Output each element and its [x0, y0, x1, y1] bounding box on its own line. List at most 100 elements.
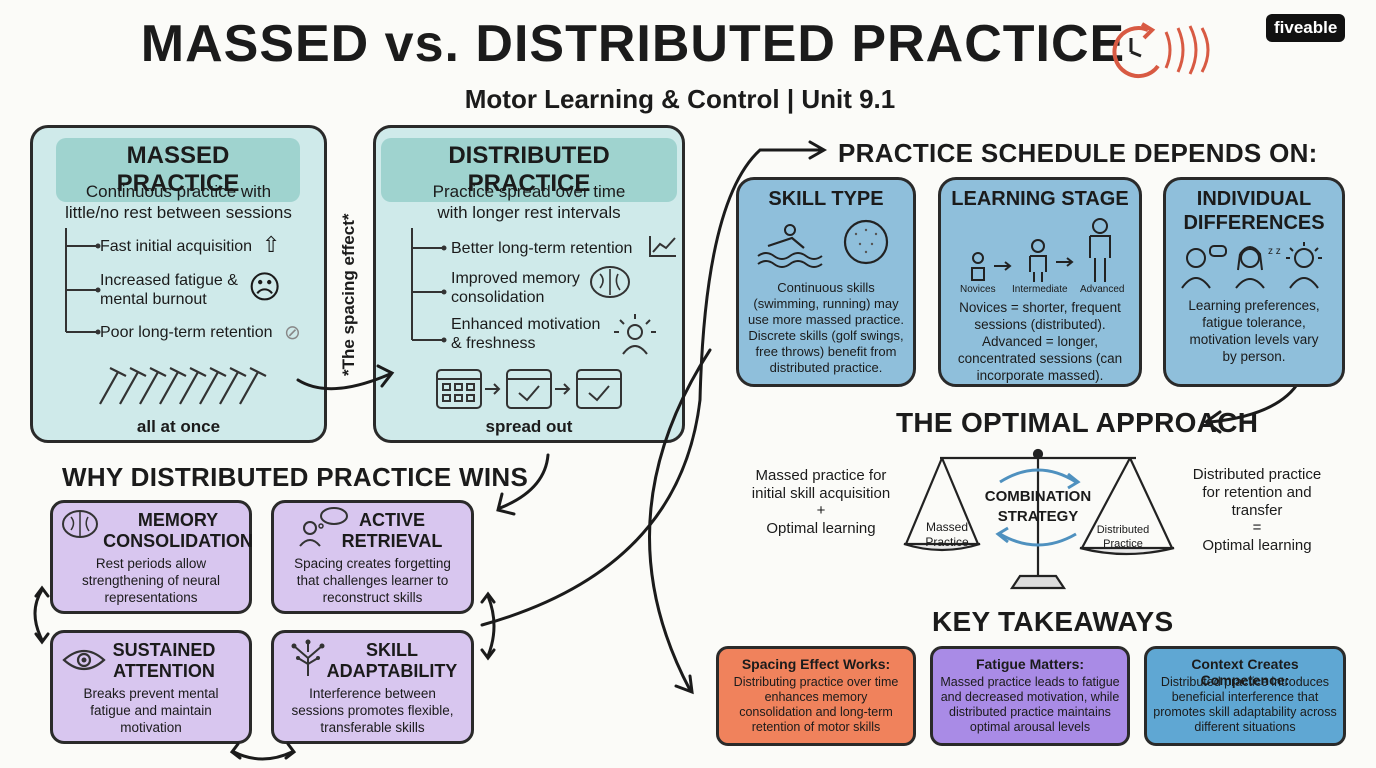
skill-desc-6: distributed practice.	[769, 360, 883, 375]
stage-label-novices: Novices	[960, 284, 996, 295]
distributed-desc-2: with longer rest intervals	[437, 203, 621, 222]
retrieval-title-1: ACTIVE	[358, 510, 425, 530]
attention-title-2: ATTENTION	[113, 661, 215, 681]
skill-type-title: SKILL TYPE	[768, 188, 884, 210]
combination-label-2: STRATEGY	[997, 508, 1079, 525]
spread-calendars-icon	[436, 369, 622, 409]
takeaway-spacing-box	[716, 646, 916, 746]
individual-desc-4: by person.	[1222, 349, 1286, 364]
skill-type-card	[736, 177, 916, 387]
growth-chart-icon	[649, 236, 676, 257]
distributed-item-3: consolidation	[451, 289, 545, 306]
pan-left-2: Practice	[925, 535, 969, 549]
distributed-item-5: & freshness	[451, 335, 536, 352]
distributed-title: DISTRIBUTED PRACTICE	[381, 138, 677, 202]
adaptability-desc-2: sessions promotes flexible,	[291, 703, 454, 718]
individual-title-2: DIFFERENCES	[1183, 212, 1325, 234]
stage-desc-2: sessions (distributed).	[974, 317, 1106, 332]
massed-item-3: mental burnout	[100, 291, 207, 308]
optimal-right-4: =	[1252, 519, 1262, 536]
diverse-people-icon: z z	[1181, 242, 1322, 289]
memory-desc-3: representations	[104, 590, 198, 605]
sustained-attention-box	[50, 630, 252, 744]
pan-right-2: Practice	[1103, 538, 1143, 550]
optimal-left-3: +	[816, 502, 826, 519]
massed-item-1: Fast initial acquisition	[100, 238, 253, 255]
stage-desc-4: concentrated sessions (can	[957, 351, 1123, 366]
takeaway-spacing-desc-1: Distributing practice over time	[733, 675, 899, 689]
brain-icon	[590, 266, 630, 298]
adaptability-title-2: ADAPTABILITY	[326, 661, 458, 681]
memory-title-1: MEMORY	[137, 510, 219, 530]
attention-desc-3: motivation	[120, 720, 182, 735]
optimal-right-5: Optimal learning	[1202, 537, 1312, 554]
fresh-person-sun-icon	[614, 314, 656, 355]
page-subtitle: Motor Learning & Control | Unit 9.1	[464, 84, 896, 114]
retrieval-desc-3: reconstruct skills	[322, 590, 423, 605]
massed-item-4: Poor long-term retention	[100, 324, 273, 341]
massed-caption: all at once	[136, 417, 221, 436]
massed-title: MASSED PRACTICE	[56, 138, 300, 202]
balance-scale-icon	[903, 448, 1175, 590]
fiveable-logo: fiveable	[1266, 14, 1346, 42]
optimal-heading: THE OPTIMAL APPROACH	[896, 407, 1259, 438]
depends-heading: PRACTICE SCHEDULE DEPENDS ON:	[838, 138, 1318, 168]
branching-tree-icon	[291, 639, 325, 676]
pan-left-1: Massed	[925, 520, 969, 534]
takeaway-fatigue-desc-3: distributed practice maintains	[949, 705, 1111, 719]
attention-desc-1: Breaks prevent mental	[83, 686, 219, 701]
stage-label-advanced: Advanced	[1080, 284, 1125, 295]
takeaway-fatigue-box	[930, 646, 1130, 746]
skill-desc-1: Continuous skills	[777, 280, 875, 295]
skill-adaptability-box	[271, 630, 474, 744]
takeaway-context-title: Context Creates Competence:	[1191, 656, 1299, 688]
adaptability-title-1: SKILL	[366, 640, 418, 660]
swimming-golf-ball-icon	[757, 219, 889, 268]
retrieval-desc-2: that challenges learner to	[296, 573, 449, 588]
distributed-item-1: Better long-term retention	[451, 240, 633, 257]
brain-icon	[62, 510, 98, 538]
memory-desc-1: Rest periods allow	[95, 556, 207, 571]
individual-desc-2: fatigue tolerance,	[1202, 315, 1306, 330]
stage-desc-3: Advanced = longer,	[982, 334, 1098, 349]
stage-desc-1: Novices = shorter, frequent	[959, 300, 1121, 315]
takeaways-heading: KEY TAKEAWAYS	[932, 606, 1174, 637]
eye-icon	[62, 649, 106, 671]
clock-refresh-icon	[1112, 22, 1210, 79]
optimal-right-3: transfer	[1231, 502, 1283, 519]
skill-desc-4: Discrete skills (golf swings,	[748, 328, 904, 343]
memory-consolidation-box	[50, 500, 252, 614]
takeaway-context-desc-3: promotes skill adaptability across	[1153, 705, 1337, 719]
optimal-left-4: Optimal learning	[766, 520, 876, 537]
up-arrow-icon: ⇧	[262, 232, 281, 257]
takeaway-fatigue-title: Fatigue Matters:	[975, 656, 1085, 672]
adaptability-desc-3: transferable skills	[320, 720, 425, 735]
svg-text:z z: z z	[1268, 246, 1281, 257]
attention-title-1: SUSTAINED	[112, 640, 216, 660]
sad-face-icon: ☹	[248, 269, 282, 305]
active-retrieval-box	[271, 500, 474, 614]
retrieval-title-2: RETRIEVAL	[341, 531, 443, 551]
thinking-person-icon	[299, 507, 348, 547]
adaptability-desc-1: Interference between	[309, 686, 436, 701]
combination-label-1: COMBINATION	[984, 488, 1092, 505]
stage-label-intermediate: Intermediate	[1012, 284, 1068, 295]
skill-desc-3: use more massed practice.	[747, 312, 905, 327]
growth-stages-figures-icon	[971, 218, 1111, 282]
massed-desc-2: little/no rest between sessions	[65, 203, 292, 222]
skill-desc-2: (swimming, running) may	[753, 296, 899, 311]
massed-desc-1: Continuous practice with	[85, 182, 272, 201]
distributed-tree-lines	[411, 228, 447, 343]
individual-desc-3: motivation levels vary	[1189, 332, 1319, 347]
retrieval-desc-1: Spacing creates forgetting	[294, 556, 451, 571]
stacked-hammers-icon	[99, 367, 267, 405]
takeaway-spacing-desc-2: enhances memory	[764, 690, 868, 704]
takeaway-context-desc-2: beneficial interference that	[1171, 690, 1319, 704]
distributed-caption: spread out	[485, 417, 573, 436]
distributed-desc-1: Practice spread over time	[432, 182, 626, 201]
takeaway-fatigue-desc-4: optimal arousal levels	[969, 720, 1091, 734]
takeaway-spacing-desc-4: retention of motor skills	[751, 720, 881, 734]
stage-desc-5: incorporate massed).	[976, 368, 1104, 383]
takeaway-spacing-title: Spacing Effect Works:	[741, 656, 891, 672]
takeaway-context-desc-4: different situations	[1194, 720, 1296, 734]
